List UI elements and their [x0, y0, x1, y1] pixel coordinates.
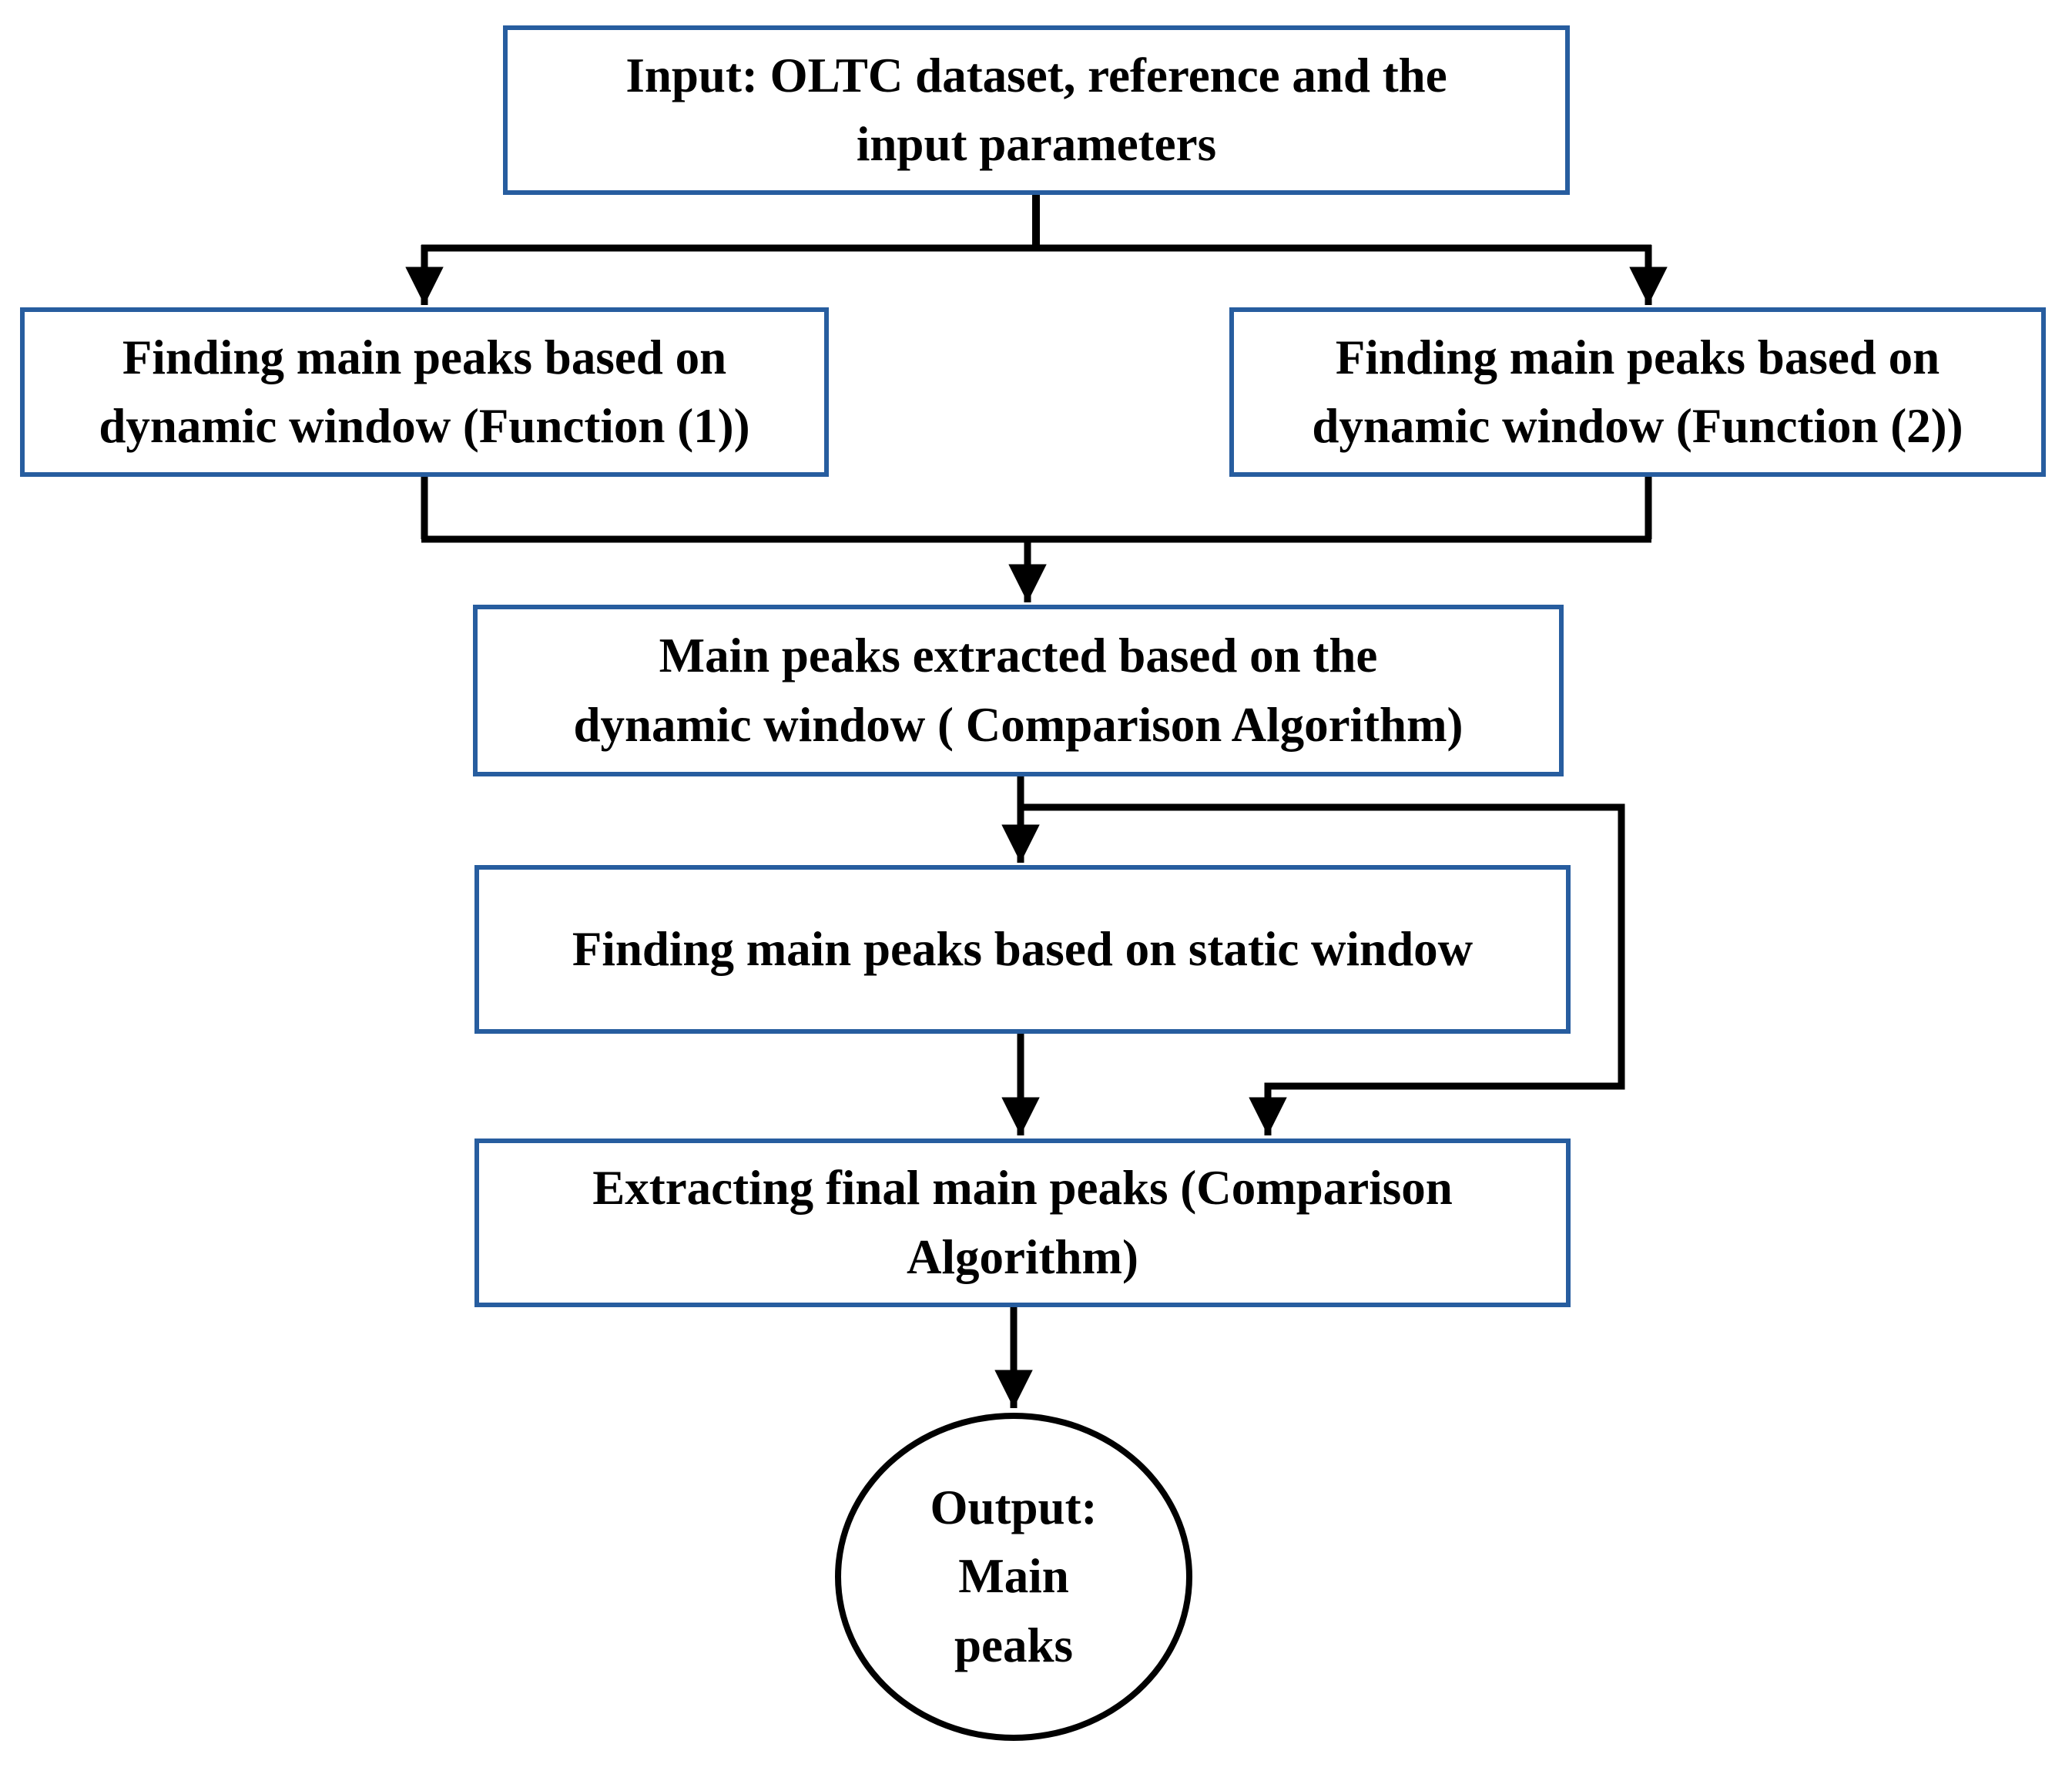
node-function1: Finding main peaks based on dynamic wind… — [20, 307, 829, 477]
node-static-window-label: Finding main peaks based on static windo… — [572, 921, 1474, 976]
node-input: Input: OLTC dataset, reference and the i… — [503, 25, 1570, 195]
node-dynamic-result-label: Main peaks extracted based on the dynami… — [573, 629, 1463, 752]
node-dynamic-result: Main peaks extracted based on the dynami… — [473, 605, 1564, 776]
node-final-extract: Extracting final main peaks (Comparison … — [474, 1139, 1571, 1307]
node-input-label: Input: OLTC dataset, reference and the i… — [625, 48, 1447, 171]
node-output-label: Output: Main peaks — [930, 1480, 1098, 1672]
node-function1-label: Finding main peaks based on dynamic wind… — [99, 330, 750, 453]
node-static-window: Finding main peaks based on static windo… — [474, 865, 1571, 1034]
node-final-extract-label: Extracting final main peaks (Comparison … — [592, 1161, 1453, 1284]
node-function2-label: Finding main peaks based on dynamic wind… — [1312, 330, 1963, 453]
node-output-terminator: Output: Main peaks — [835, 1413, 1192, 1741]
connector-bypass-branch — [1021, 803, 1625, 1135]
node-function2: Finding main peaks based on dynamic wind… — [1229, 307, 2046, 477]
